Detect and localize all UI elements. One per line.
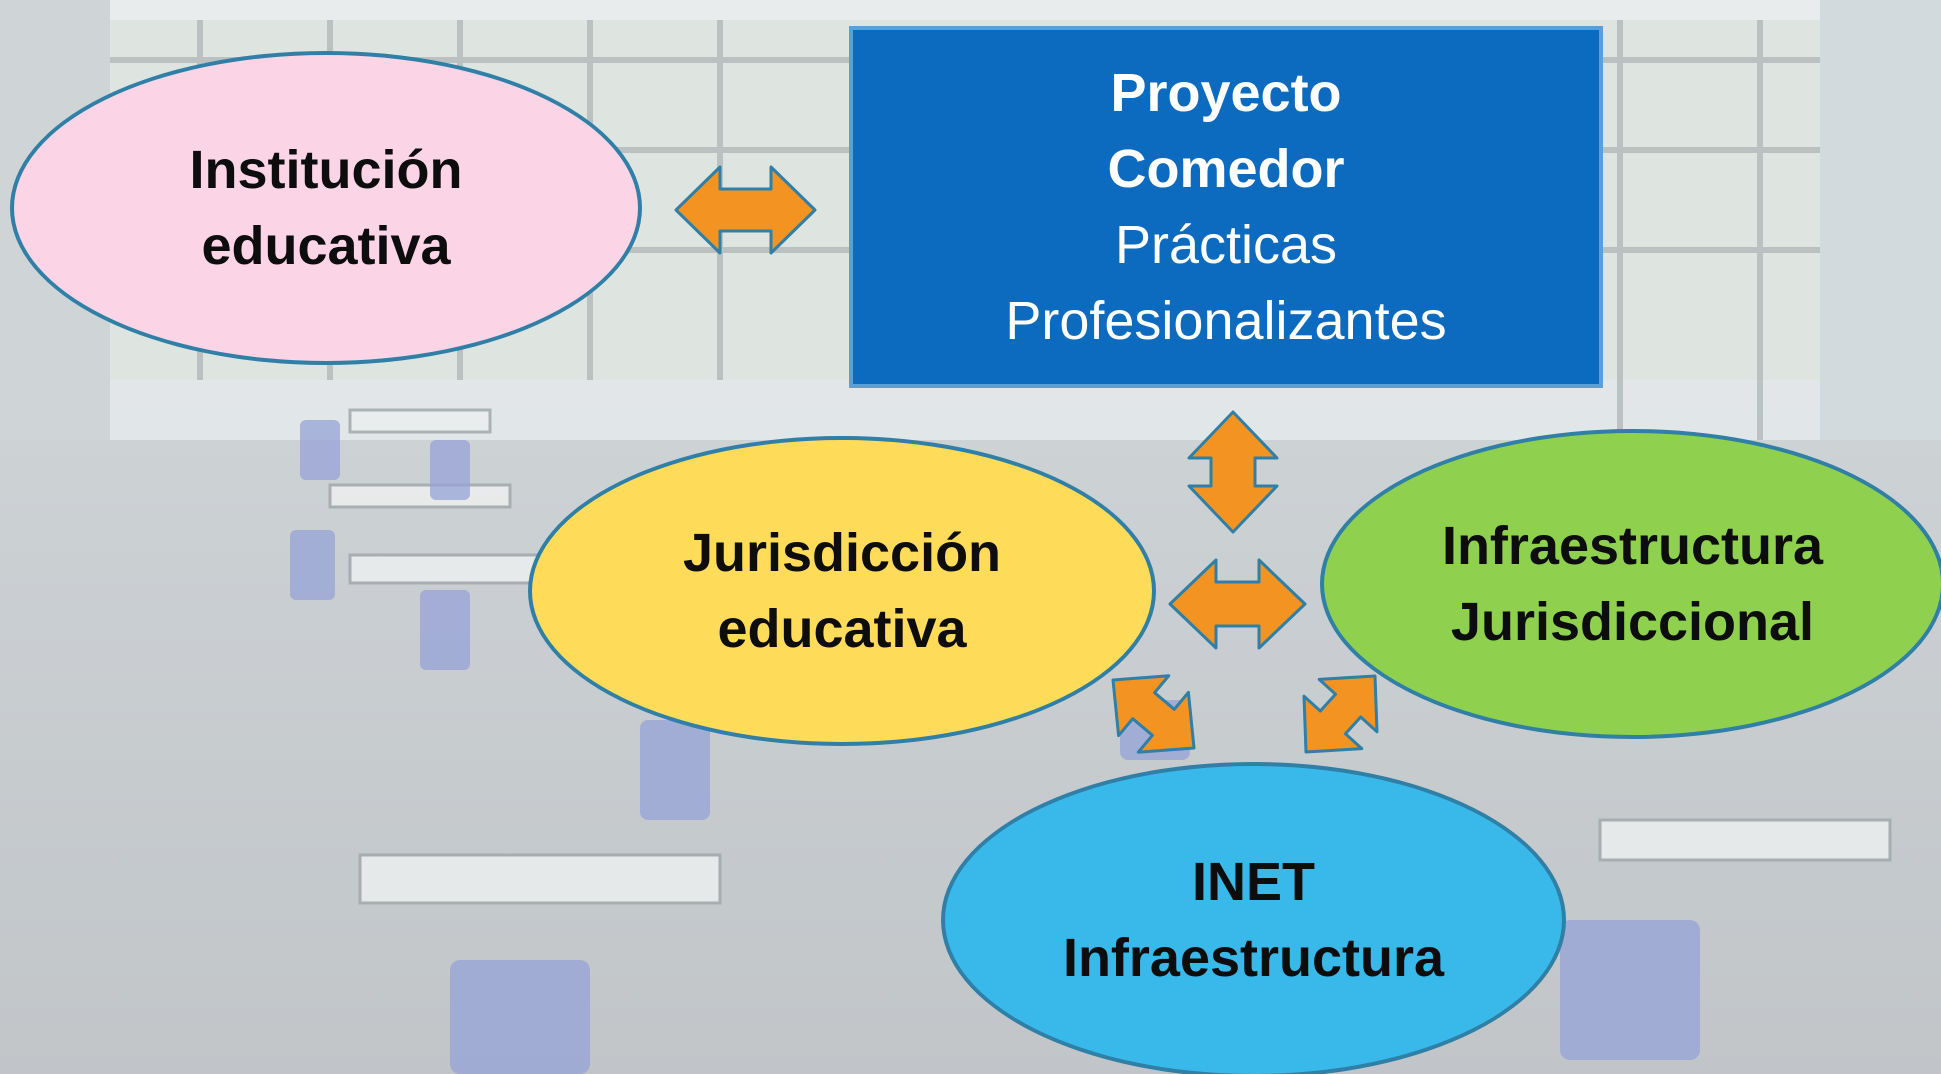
project-subtitle-line1: Prácticas xyxy=(1114,215,1338,275)
institucion-educativa-ellipse: Institución educativa xyxy=(10,51,642,365)
institucion-label-line1: Institución xyxy=(189,140,463,200)
project-subtitle-line2: Profesionalizantes xyxy=(1005,291,1447,351)
inet-label-line1: INET xyxy=(1191,852,1315,912)
infraestructura-jurisdiccional-ellipse: Infraestructura Jurisdiccional xyxy=(1320,429,1941,739)
jurisdiccion-educativa-ellipse: Jurisdicción educativa xyxy=(528,436,1156,746)
project-title-line1: Proyecto xyxy=(1110,63,1342,123)
infra-jur-label-line1: Infraestructura xyxy=(1441,516,1824,576)
project-box: Proyecto Comedor Prácticas Profesionaliz… xyxy=(849,26,1603,388)
inet-label-line2: Infraestructura xyxy=(1062,928,1445,988)
project-title-line2: Comedor xyxy=(1107,139,1345,199)
inet-infraestructura-ellipse: INET Infraestructura xyxy=(941,762,1566,1074)
jurisdiccion-label-line2: educativa xyxy=(717,599,967,659)
infra-jur-label-line2: Jurisdiccional xyxy=(1450,592,1815,652)
institucion-label-line2: educativa xyxy=(201,216,451,276)
jurisdiccion-label-line1: Jurisdicción xyxy=(682,523,1002,583)
